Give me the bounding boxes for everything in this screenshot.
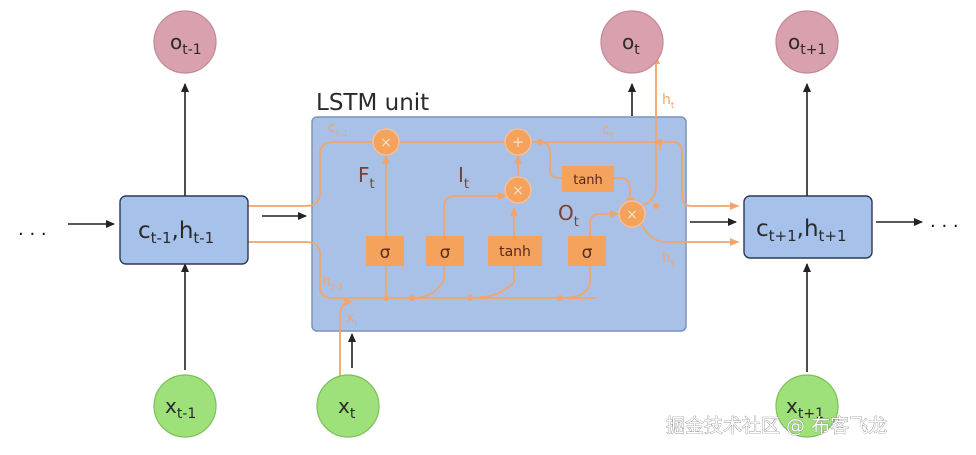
state-box-right: ct+1,ht+1 [743, 195, 873, 259]
svg-text:+: + [512, 133, 525, 151]
lstm-unit-title: LSTM unit [316, 90, 429, 116]
forget-label: F [358, 163, 370, 187]
output-label: O [558, 201, 574, 225]
svg-text:×: × [380, 135, 392, 151]
input-multiply-node [504, 176, 532, 204]
svg-text:ct-1: ct-1 [328, 120, 348, 139]
flow-labels: ct-1 ht-1 xt ct ht ht [322, 92, 675, 329]
input-label: I [458, 163, 464, 187]
output-node-next [775, 10, 839, 74]
svg-text:ht: ht [662, 92, 675, 111]
svg-text:tanh: tanh [573, 173, 603, 188]
input-gate [426, 236, 464, 266]
svg-text:xt+1: xt+1 [786, 394, 824, 422]
svg-text:σ: σ [582, 243, 593, 263]
svg-text:ot: ot [622, 30, 640, 58]
ellipsis-left: · · · [18, 224, 47, 245]
svg-text:xt: xt [346, 310, 358, 329]
pointwise-nodes: × + × × [372, 128, 646, 228]
svg-text:Ot: Ot [558, 201, 579, 230]
state-box-left: ct-1,ht-1 [119, 195, 249, 265]
svg-text:×: × [626, 207, 638, 223]
output-node-prev [153, 10, 217, 74]
output-gate [568, 236, 606, 266]
svg-text:ot-1: ot-1 [170, 30, 202, 58]
svg-text:ht-1: ht-1 [322, 274, 343, 293]
svg-text:It: It [458, 163, 469, 192]
input-node-next [775, 374, 839, 438]
svg-text:ct+1,ht+1: ct+1,ht+1 [756, 216, 847, 245]
input-node-prev [153, 374, 217, 438]
svg-text:tanh: tanh [499, 244, 531, 260]
candidate-gate [488, 236, 542, 266]
svg-text:xt: xt [338, 394, 356, 422]
gate-labels: Ft It Ot [358, 163, 579, 230]
forget-multiply-node [372, 128, 400, 156]
cell-add-node [504, 128, 532, 156]
svg-text:ot+1: ot+1 [788, 30, 826, 58]
black-arrows [68, 83, 923, 372]
svg-text:xt-1: xt-1 [165, 394, 196, 422]
svg-text:Ft: Ft [358, 163, 375, 192]
gate-boxes: σ σ tanh σ tanh [366, 166, 614, 266]
svg-text:ct-1,ht-1: ct-1,ht-1 [138, 218, 214, 247]
cell-tanh [562, 166, 614, 192]
svg-text:ct: ct [602, 122, 614, 141]
ellipsis-right: · · · [930, 216, 959, 237]
output-node-curr [600, 10, 664, 74]
orange-flows [227, 55, 739, 393]
svg-text:ht: ht [662, 250, 675, 269]
input-nodes: xt-1 xt xt+1 [153, 374, 839, 438]
svg-text:×: × [512, 183, 524, 199]
output-multiply-node [618, 200, 646, 228]
svg-text:σ: σ [380, 243, 391, 263]
svg-text:σ: σ [440, 243, 451, 263]
watermark: 掘金技术社区 @ 布客飞龙 [666, 415, 887, 437]
forget-gate [366, 236, 404, 266]
input-node-curr [316, 374, 380, 438]
output-nodes: ot-1 ot ot+1 [153, 10, 839, 74]
